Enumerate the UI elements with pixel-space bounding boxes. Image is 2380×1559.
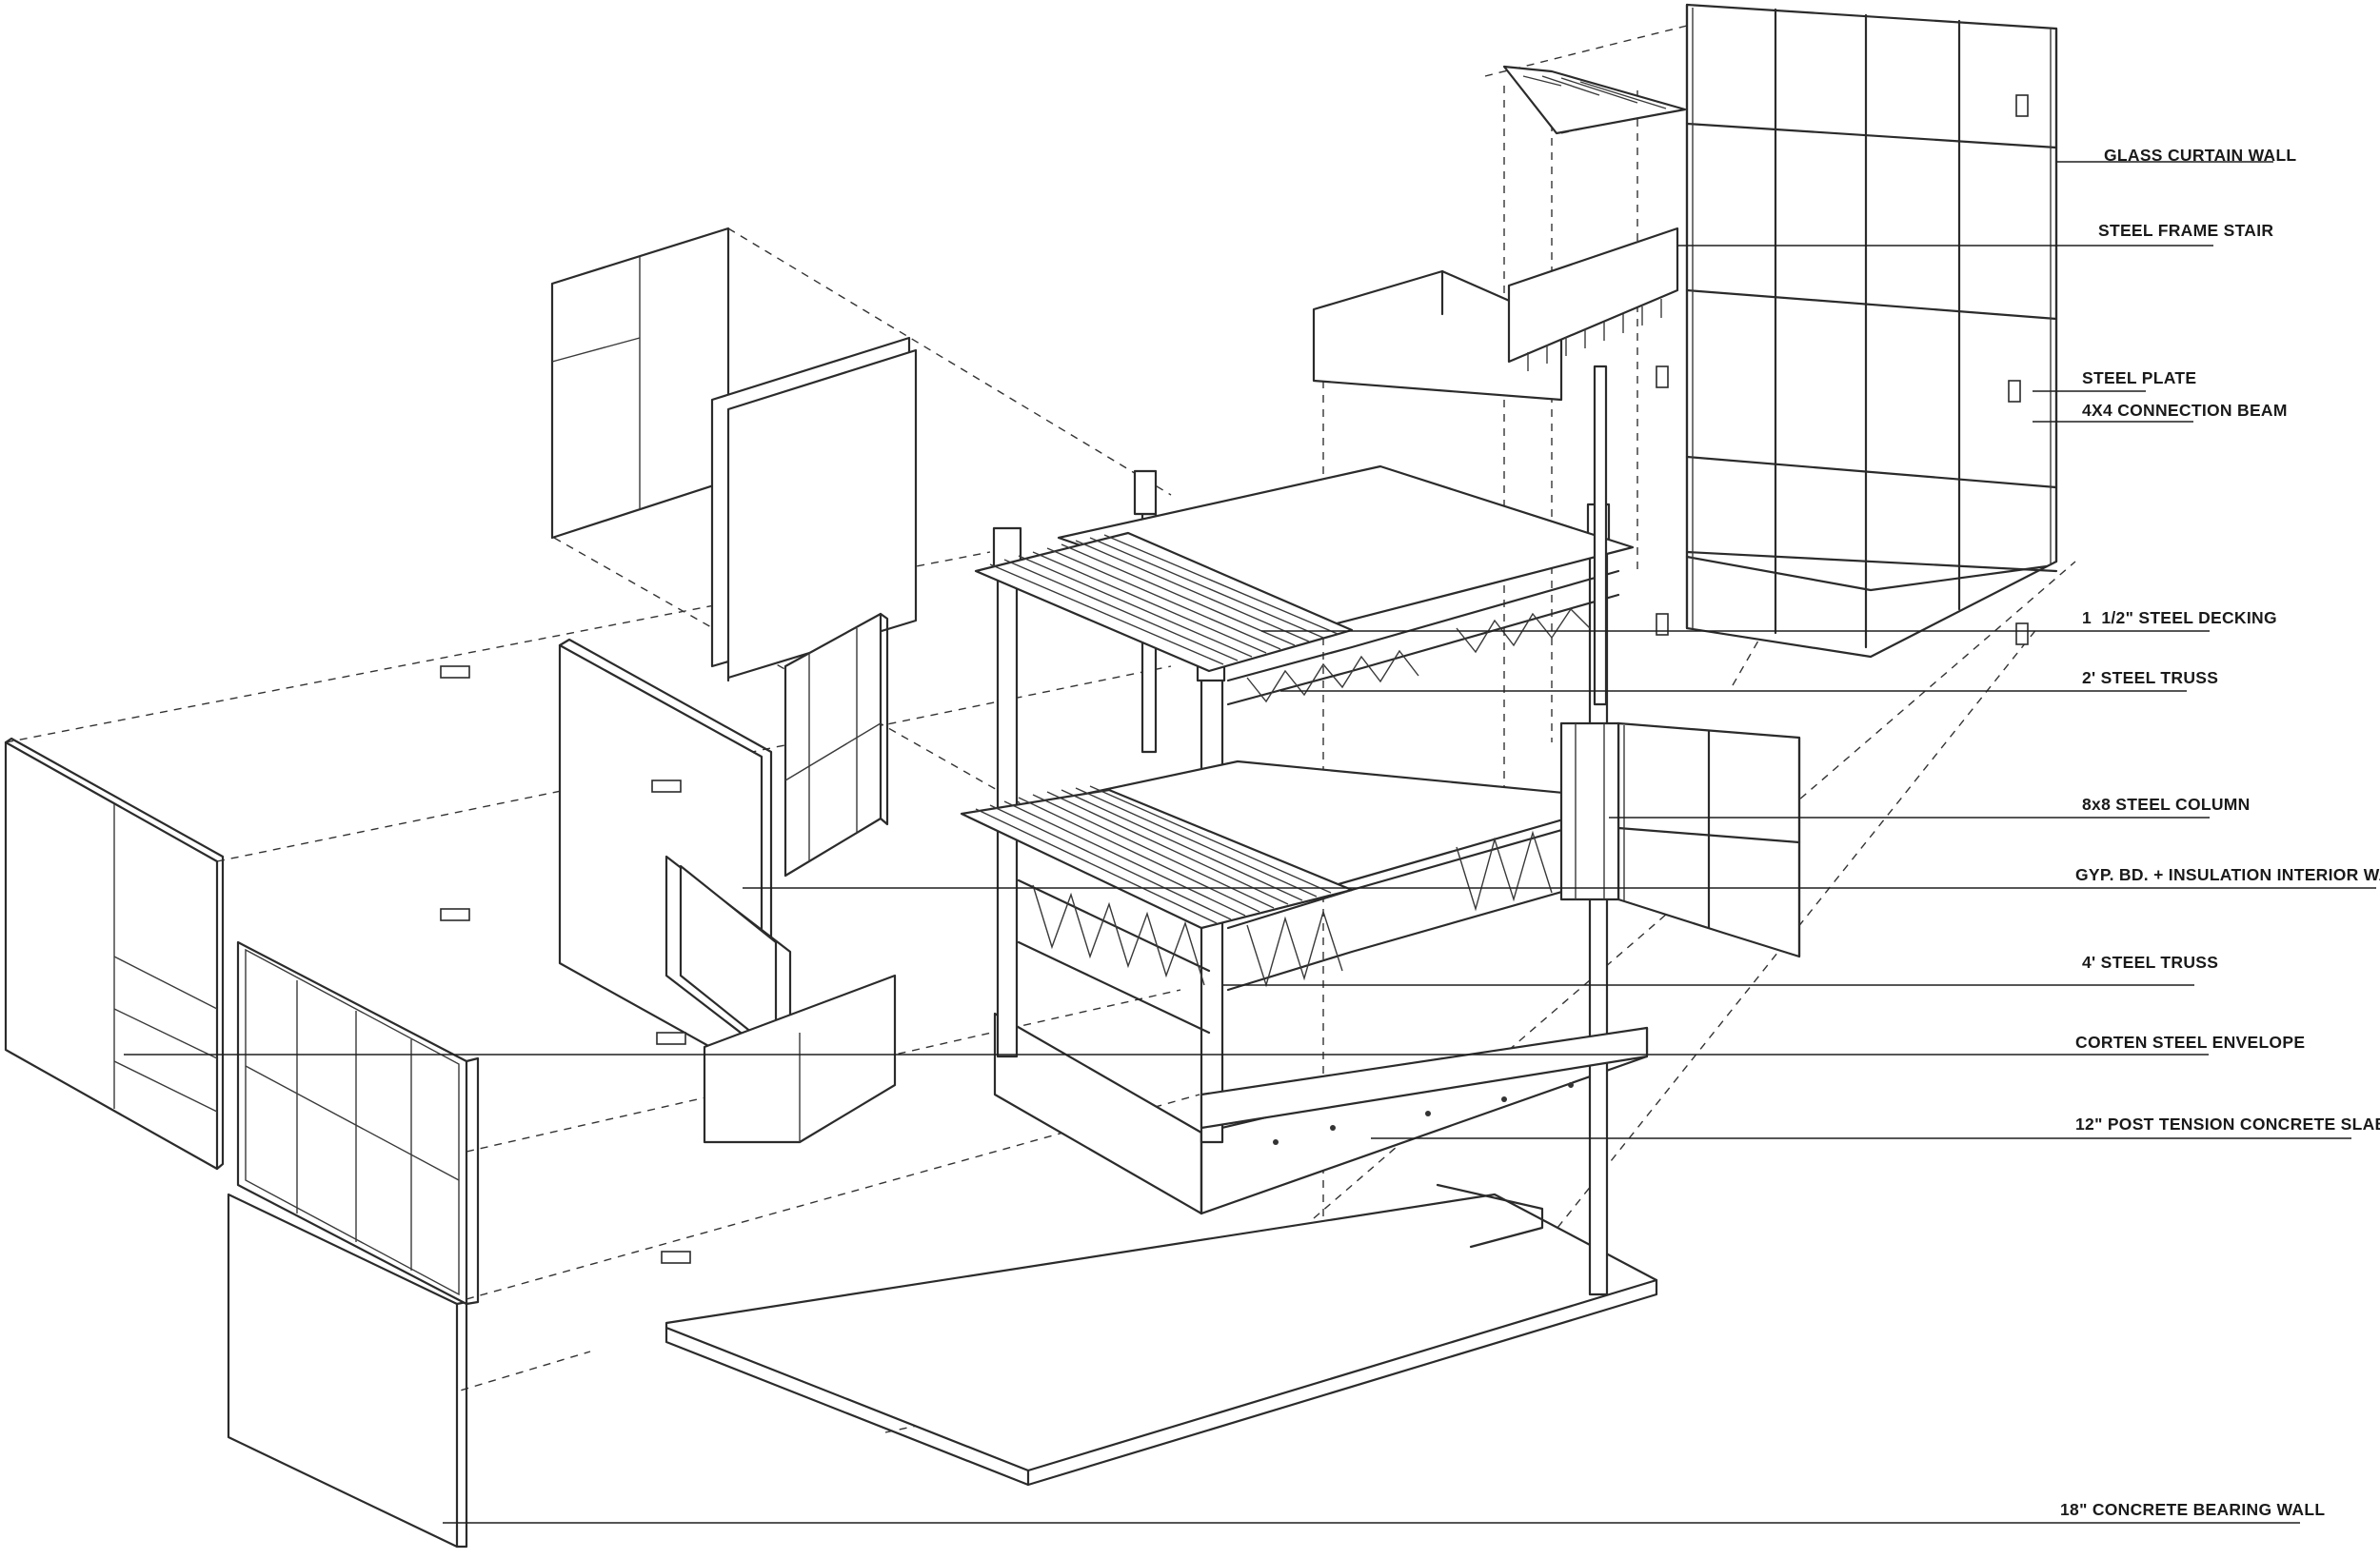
label-bearing-wall: 18" CONCRETE BEARING WALL (2060, 1500, 2325, 1519)
label-corten-envelope: CORTEN STEEL ENVELOPE (2075, 1033, 2305, 1052)
label-steel-truss-2: 2' STEEL TRUSS (2082, 668, 2218, 687)
label-steel-truss-4: 4' STEEL TRUSS (2082, 953, 2218, 972)
label-steel-frame-stair: STEEL FRAME STAIR (2098, 221, 2273, 240)
leader-lines (124, 161, 2376, 1524)
corten-steel-envelope (4, 737, 225, 1171)
concrete-bearing-wall (227, 1193, 468, 1549)
upper-wall-unit (550, 227, 918, 682)
label-steel-decking: 1 1/2" STEEL DECKING (2082, 608, 2277, 627)
glazed-wall-center (783, 612, 889, 878)
windowed-wall-panel (236, 940, 480, 1306)
label-steel-column: 8x8 STEEL COLUMN (2082, 795, 2251, 814)
label-connection-beam: 4X4 CONNECTION BEAM (2082, 401, 2288, 420)
steel-frame (960, 464, 1649, 1296)
label-interior-wall: GYP. BD. + INSULATION INTERIOR WALL (2075, 865, 2380, 884)
mid-right-glass-wall (1559, 721, 1801, 958)
foundation-slab (664, 1193, 1658, 1487)
label-steel-plate: STEEL PLATE (2082, 368, 2196, 387)
callout-labels: GLASS CURTAIN WALL STEEL FRAME STAIR STE… (2060, 146, 2380, 1519)
label-glass-curtain-wall: GLASS CURTAIN WALL (2104, 146, 2296, 165)
label-concrete-slab: 12" POST TENSION CONCRETE SLAB (2075, 1115, 2380, 1134)
steel-frame-stair (1312, 65, 1687, 706)
connection-clips (440, 665, 691, 1264)
l-shaped-interior-wall (664, 855, 897, 1144)
glass-curtain-wall (1656, 3, 2058, 659)
